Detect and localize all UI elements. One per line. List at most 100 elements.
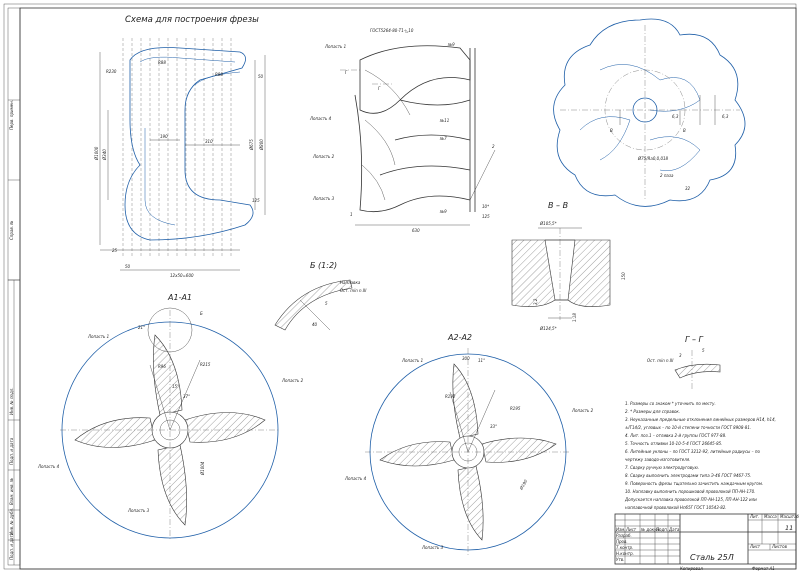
tb-col-scale: Масштаб [780,514,800,519]
plan-hole: Ø75/Ra0,0,018 [637,156,669,161]
g-dim-5: 5 [702,348,705,353]
scheme-dim-50b: 50 [125,264,131,269]
technical-notes: 1. Размеры со знаком * уточнить по месту… [624,401,776,510]
a1-dim-1004: Ø1004 [200,461,205,476]
side-blade2: Лопасть 2 [312,154,335,159]
tb-material: Сталь 25Л [690,553,734,562]
note-1: 1. Размеры со знаком * уточнить по месту… [625,401,716,406]
a1-blade3: Лопасть 3 [127,508,150,513]
note-6b: чертежу заводо-изготовителя. [625,457,690,462]
stamp-orig-inv: Инв. № подл. [9,387,14,415]
stamp-sign-date-1: Подп. и дата [9,532,14,560]
a1-r215: R215 [200,362,211,367]
side-n9-top: №9 [447,42,455,47]
tb-role-dev: Разраб. [616,533,632,538]
plan-view: В В 6,3 6,3 Ø75/Ra0,0,018 2 паза 32 [553,18,746,207]
note-9: 9. Поверхность фрезы тщательно зачистить… [625,481,763,486]
note-7: 7. Сварку ручную электродуговую. [625,465,699,470]
section-g: Г – Г Ост. min n.III 3 5 [647,335,721,390]
scheme-dim-310: 310 [205,139,213,144]
scheme-dim-125: 125 [252,198,260,203]
a1-blade2: Лопасть 2 [281,378,304,383]
tb-copied: Копировал [680,566,703,571]
g-label: Ост. min n.III [647,358,674,363]
tb-row-izm: Изм. [616,527,625,532]
a1-ang-c: 21° [138,325,145,330]
note-8: 8. Сварку выполнить электродами типа Э-4… [625,473,751,478]
tb-col-lit: Лит. [749,514,759,519]
tb-role-utv: Утв. [616,557,624,562]
tb-sheets-label: Листов [771,544,788,549]
section-v-dim-bot: Ø124,5* [539,326,557,331]
a2-dim-300: 300 [462,356,470,361]
tb-row-podp: Подп. [656,527,668,532]
note-4: 4. Лит. поз.1 – отливка 2-й группы ГОСТ … [625,433,726,438]
stamp-first-use: Перв. примен. [9,100,14,130]
side-mark-1: 1 [350,212,353,217]
scheme-dim-190: 190 [160,134,168,139]
section-g-title: Г – Г [685,335,704,344]
detail-b-dim40: 40 [312,322,318,327]
side-mark-g-left: Г [345,70,348,75]
tb-sheet-number: 11 [785,524,793,532]
note-10: 10. Наплавку выполнить порошковой провол… [625,489,755,494]
note-10c: наплавочной проволокой Нп65Г ГОСТ 10543-… [625,505,727,510]
a2-blade1: Лопасть 1 [401,358,423,363]
section-v-dim-top: Ø105,5* [539,221,557,226]
scheme-scale-x: 12х50=600 [170,273,194,278]
scheme-dim-1000: Ø1000 [94,146,99,161]
detail-b-sub: Ост. min n.III [340,288,367,293]
note-3: 3. Неуказанные предельные отклонения лин… [625,417,776,422]
scheme-dim-50: 50 [258,74,264,79]
tb-format: Формат A1 [752,566,775,571]
g-dim-3: 3 [679,353,682,358]
side-view: ГОСТ5264-80-Т1-◺10 №9 Лопасть 1 Лопасть … [309,28,496,233]
scheme-dim-340: Ø340 [102,149,107,161]
stamp-ref-no: Справ. № [9,221,14,240]
tb-row-list: Лист [625,527,637,532]
stamp-sign-date-2: Подп. и дата [9,437,14,465]
side-n11: №11 [439,118,449,123]
note-2: 2. * Размеры для справок. [625,409,680,414]
side-dim-125: 125 [482,214,490,219]
side-blade1: Лопасть 1 [324,44,346,49]
side-n7: №7 [439,136,447,141]
a2-blade4: Лопасть 4 [344,476,367,481]
tb-role-check: Пров. [616,539,628,544]
scheme-dim-r88-b: R88 [215,72,223,77]
a2-r195: R195 [510,406,521,411]
a2-ang-b: 33° [490,424,497,429]
detail-b-dim5: 5 [325,301,328,306]
side-blade3: Лопасть 3 [312,196,335,201]
section-v-dim-18: 1:18 [572,313,577,322]
a2-r192: R192 [445,394,456,399]
a1-ang-a: 15° [172,384,179,389]
a2-dim-190: Ø190 [518,478,528,491]
side-n9-bot: №9 [439,209,447,214]
scheme-dim-800: Ø800 [259,139,264,151]
construction-scheme: Схема для построения фрезы R230 R88 R88 … [94,15,266,278]
tb-role-nkontr: Н.контр. [616,551,634,556]
side-mark-2: 2 [492,144,495,149]
plan-slots: 2 паза [660,173,674,178]
tb-sheet-label: Лист [749,544,761,549]
tb-row-ndok: № докум. [640,527,661,532]
a1-ang-b: 37° [183,394,190,399]
note-3b: ±IT14/2, угловых – по 10-й степени точно… [625,425,751,430]
side-mark-g-right: Г [378,86,381,91]
stamp-dup-inv: Инв. № дубл. [9,508,14,535]
scheme-title: Схема для построения фрезы [125,15,259,25]
note-5: 5. Точность отливки 10-10-5-4 ГОСТ 26645… [625,441,722,446]
section-v: В – В Ø105,5* 150 3,2 Ø124,5* 1:18 [511,201,626,331]
scheme-dim-r230: R230 [106,69,117,74]
section-v-dim-150: 150 [621,272,626,280]
scheme-dim-25: 25 [112,248,118,253]
side-dim-630: 630 [412,228,420,233]
plan-mark-b: В [610,128,613,133]
section-a1: А1-А1 Лопасть 1 Лопасть 2 Лопасть 3 Лопа… [37,293,304,540]
note-6: 6. Литейные уклоны – по ГОСТ 3212-92, ли… [625,449,760,454]
plan-mark-b2: В [683,128,686,133]
section-v-dim-32: 3,2 [533,298,538,305]
a1-mark-b: Б [200,311,203,316]
